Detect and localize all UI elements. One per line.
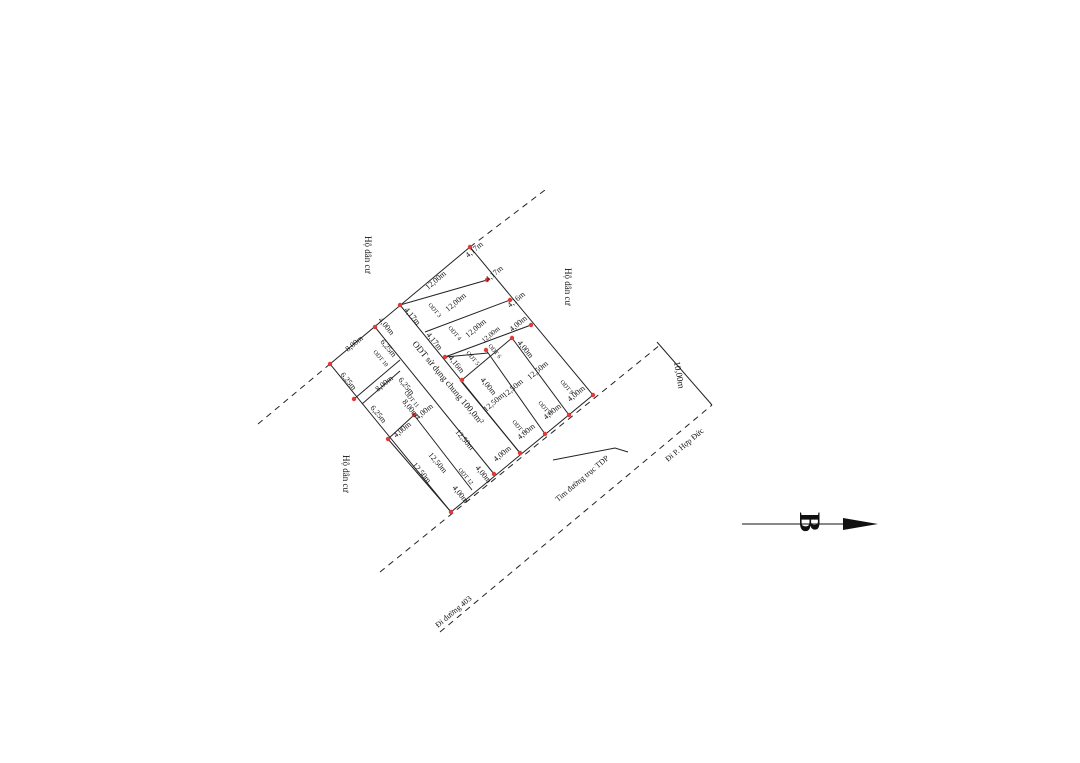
survey-point — [442, 354, 448, 360]
lot-line — [387, 438, 452, 513]
lot-code: ODT 9 — [558, 379, 573, 396]
road-leader — [552, 447, 629, 461]
north-arrow: B — [742, 512, 878, 532]
dimension-label: 8,00m — [344, 333, 366, 353]
dimension-label: 12,50m — [410, 461, 433, 486]
dimension-label: 4,00m — [376, 316, 396, 338]
lot-code: ODT 4 — [446, 325, 461, 342]
dimension-label: 4,17m — [484, 263, 506, 283]
dimension-label: 4,00m — [473, 464, 493, 486]
dimension-label: 12,00m — [424, 269, 449, 292]
lot-line — [444, 324, 532, 358]
survey-point — [411, 412, 417, 418]
lot-line — [399, 279, 488, 306]
dimension-label: 4,17m — [402, 306, 422, 328]
survey-point — [467, 244, 473, 250]
dimension-label: 4,17m — [464, 239, 486, 259]
dimension-label: 4,16m — [506, 289, 528, 309]
survey-point — [484, 277, 490, 283]
lot-code: ODT 5 — [464, 350, 479, 367]
survey-point — [590, 392, 596, 398]
dimension-label: 4,00m — [492, 443, 514, 463]
dimension-label: 4,00m — [508, 313, 530, 333]
lot-line — [461, 337, 513, 381]
survey-point — [507, 297, 513, 303]
lot-line — [485, 349, 546, 435]
dimension-label: 12,00m — [444, 291, 469, 314]
survey-point — [528, 322, 534, 328]
survey-point — [397, 302, 403, 308]
dimension-label: 4,00m — [392, 419, 414, 439]
lot-line — [361, 370, 401, 405]
north-arrow-head — [843, 518, 878, 530]
survey-point — [351, 396, 357, 402]
survey-point — [542, 431, 548, 437]
direction-road-403: Đi đường 403 — [434, 594, 474, 630]
dimension-label: 4,16m — [446, 354, 466, 376]
north-arrow-letter: B — [793, 512, 826, 532]
lot-code: ODT 3 — [426, 302, 441, 319]
dimension-label: 6,25m — [338, 371, 358, 393]
lot-line — [424, 299, 511, 333]
survey-point — [448, 509, 454, 515]
road-width-dimension — [656, 341, 713, 406]
survey-point — [483, 347, 489, 353]
survey-point — [385, 436, 391, 442]
neighbor-label-south: Hộ dân cư — [341, 455, 351, 493]
survey-points — [327, 244, 596, 515]
survey-point — [566, 412, 572, 418]
lot-line — [459, 379, 521, 454]
lot-line — [387, 414, 415, 440]
neighbor-label-north: Hộ dân cư — [363, 236, 373, 274]
dimension-label: 12,50m — [426, 451, 449, 476]
road-width-label: 10,00m — [672, 361, 687, 390]
neighbor-label-east: Hộ dân cư — [563, 268, 573, 306]
lot-line — [374, 326, 495, 475]
dashed-frontage-line — [379, 344, 661, 573]
dashed-boundary-nw — [257, 363, 331, 425]
lot-line — [353, 359, 401, 400]
survey-point — [517, 450, 523, 456]
road-centerline — [439, 404, 713, 633]
lot-line — [413, 414, 473, 491]
survey-point — [372, 324, 378, 330]
lot-line — [444, 352, 489, 358]
dimension-label: 8,00m — [374, 373, 396, 393]
survey-point — [509, 335, 515, 341]
dimension-label: 4,00m — [450, 484, 470, 506]
dashed-boundary-ne — [469, 189, 546, 248]
lot-line — [511, 337, 570, 416]
survey-point — [459, 377, 465, 383]
survey-point — [327, 361, 333, 367]
lot-code: ODT 12 — [456, 467, 473, 486]
survey-point — [491, 471, 497, 477]
direction-hop-duc: Đi P. Hợp Đức — [664, 426, 706, 464]
